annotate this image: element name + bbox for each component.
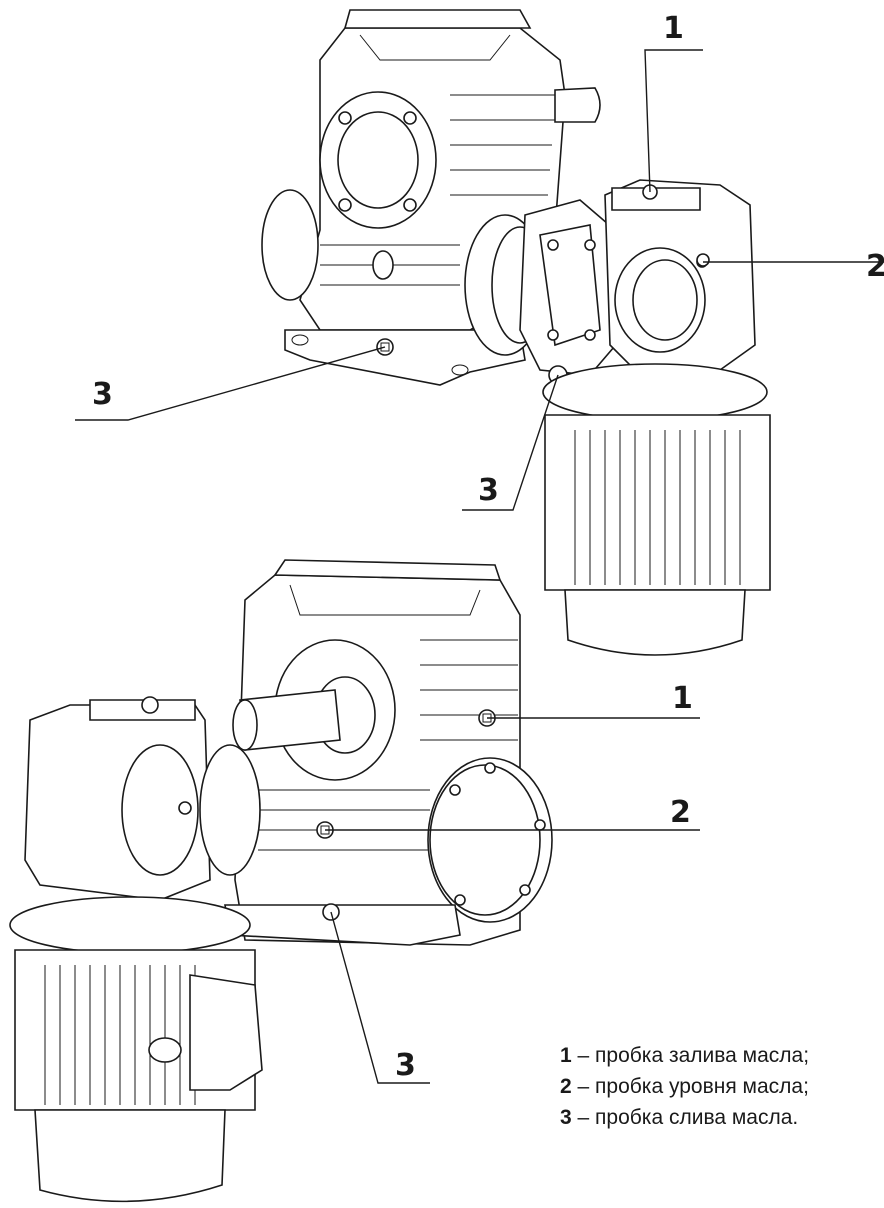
callout-top-level: 2 bbox=[866, 249, 884, 284]
legend-item: 1 – пробка залива масла; bbox=[560, 1040, 809, 1071]
legend-text: – пробка залива масла; bbox=[571, 1044, 810, 1067]
legend-number: 3 bbox=[560, 1106, 572, 1129]
top-gearbox-assembly bbox=[261, 9, 771, 656]
legend-item: 3 – пробка слива масла. bbox=[560, 1102, 809, 1133]
legend-text: – пробка слива масла. bbox=[571, 1106, 799, 1129]
leader-bottom-drain bbox=[330, 911, 430, 1084]
legend-number: 2 bbox=[560, 1075, 572, 1098]
legend-item: 2 – пробка уровня масла; bbox=[560, 1071, 809, 1102]
legend-number: 1 bbox=[560, 1044, 572, 1067]
callout-bottom-drain: 3 bbox=[395, 1048, 416, 1083]
legend-text: – пробка уровня масла; bbox=[571, 1075, 809, 1098]
leader-top-fill bbox=[644, 49, 703, 193]
leader-top-drain-motor bbox=[462, 374, 559, 511]
callout-top-drain-left: 3 bbox=[92, 377, 113, 412]
callout-top-fill: 1 bbox=[663, 11, 684, 46]
legend: 1 – пробка залива масла; 2 – пробка уров… bbox=[560, 1040, 809, 1133]
bottom-gearbox-assembly bbox=[9, 559, 553, 1203]
callout-top-drain-motor: 3 bbox=[478, 473, 499, 508]
callout-bottom-level: 2 bbox=[670, 795, 691, 830]
callout-bottom-fill: 1 bbox=[672, 681, 693, 716]
leader-top-drain-left bbox=[75, 346, 386, 421]
